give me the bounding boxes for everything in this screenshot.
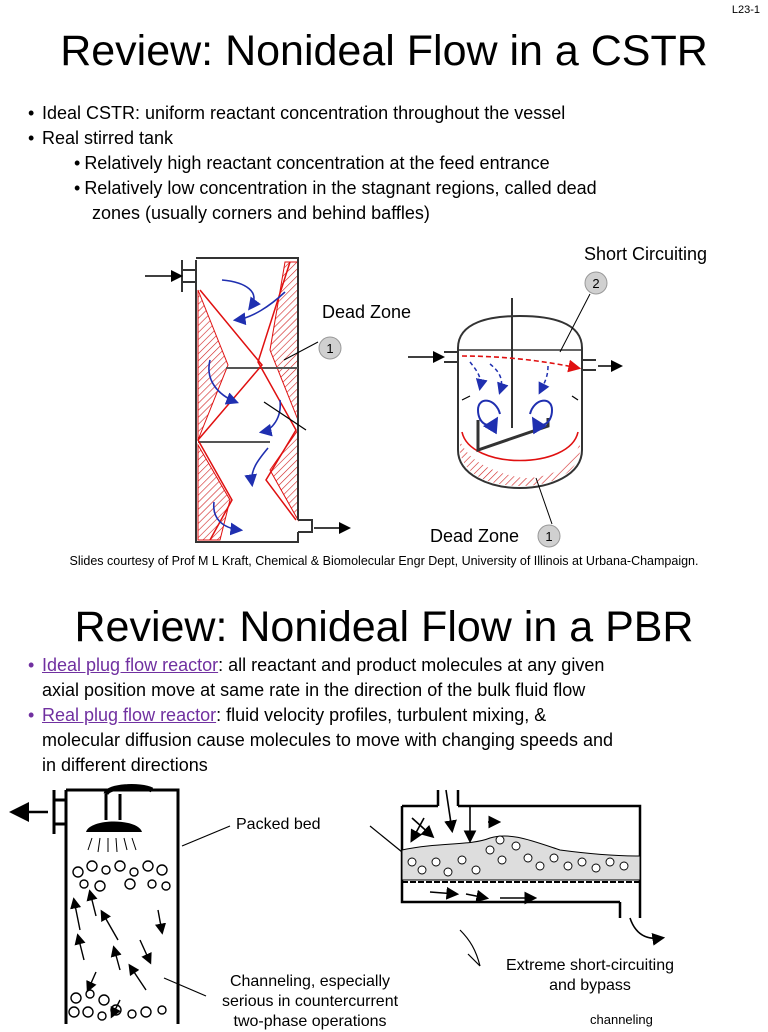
packing-particles [68, 860, 171, 1021]
label-dead-zone-bottom: Dead Zone [430, 526, 520, 546]
label-short-circuiting: Short Circuiting [584, 244, 708, 264]
slide2-title: Review: Nonideal Flow in a PBR [74, 603, 694, 651]
column-reactor-diagram [145, 257, 351, 543]
badge-1-column: 1 [318, 336, 342, 360]
label-short-circuit-bypass: Extreme short-circuiting and bypass [505, 957, 675, 994]
subbullet-stagnant-regions: Relatively low concentration in the stag… [40, 176, 758, 226]
subbullet-feed-entrance: Relatively high reactant concentration a… [40, 151, 758, 176]
slide-number: L23-1 [731, 4, 760, 16]
stirred-tank-diagram [408, 293, 623, 525]
bullet-real-pfr: Real plug flow reactor: fluid velocity p… [28, 703, 758, 778]
badge-2-short-circuit: 2 [584, 271, 608, 295]
bullet-real-stirred-tank: Real stirred tank [28, 126, 758, 151]
label-channeling: Channeling, especially serious in counte… [221, 973, 399, 1030]
label-dead-zone-top: Dead Zone [322, 302, 412, 322]
bed-flow-arrows [410, 789, 666, 946]
spray-lines [87, 837, 137, 853]
packed-bed-column-diagram [9, 784, 231, 1024]
real-pfr-link[interactable]: Real plug flow reactor [42, 705, 217, 725]
svg-text:1: 1 [545, 529, 552, 544]
label-packed-bed: Packed bed [236, 816, 321, 833]
credit-line: Slides courtesy of Prof M L Kraft, Chemi… [69, 554, 699, 568]
svg-text:1: 1 [326, 341, 333, 356]
slide1-title: Review: Nonideal Flow in a CSTR [60, 27, 708, 75]
slide2-bullets: Ideal plug flow reactor: all reactant an… [28, 653, 758, 778]
label-channeling-small: channeling [590, 1012, 653, 1027]
slide1-bullets: Ideal CSTR: uniform reactant concentrati… [28, 101, 758, 226]
horizontal-packed-bed-diagram [369, 789, 666, 967]
ideal-pfr-link[interactable]: Ideal plug flow reactor [42, 655, 219, 675]
badge-1-tank: 1 [537, 524, 561, 548]
svg-text:2: 2 [592, 276, 599, 291]
bullet-ideal-pfr: Ideal plug flow reactor: all reactant an… [28, 653, 758, 703]
bed-particles [407, 835, 629, 877]
bullet-ideal-cstr: Ideal CSTR: uniform reactant concentrati… [28, 101, 758, 126]
column-flow-arrows [70, 889, 167, 1019]
